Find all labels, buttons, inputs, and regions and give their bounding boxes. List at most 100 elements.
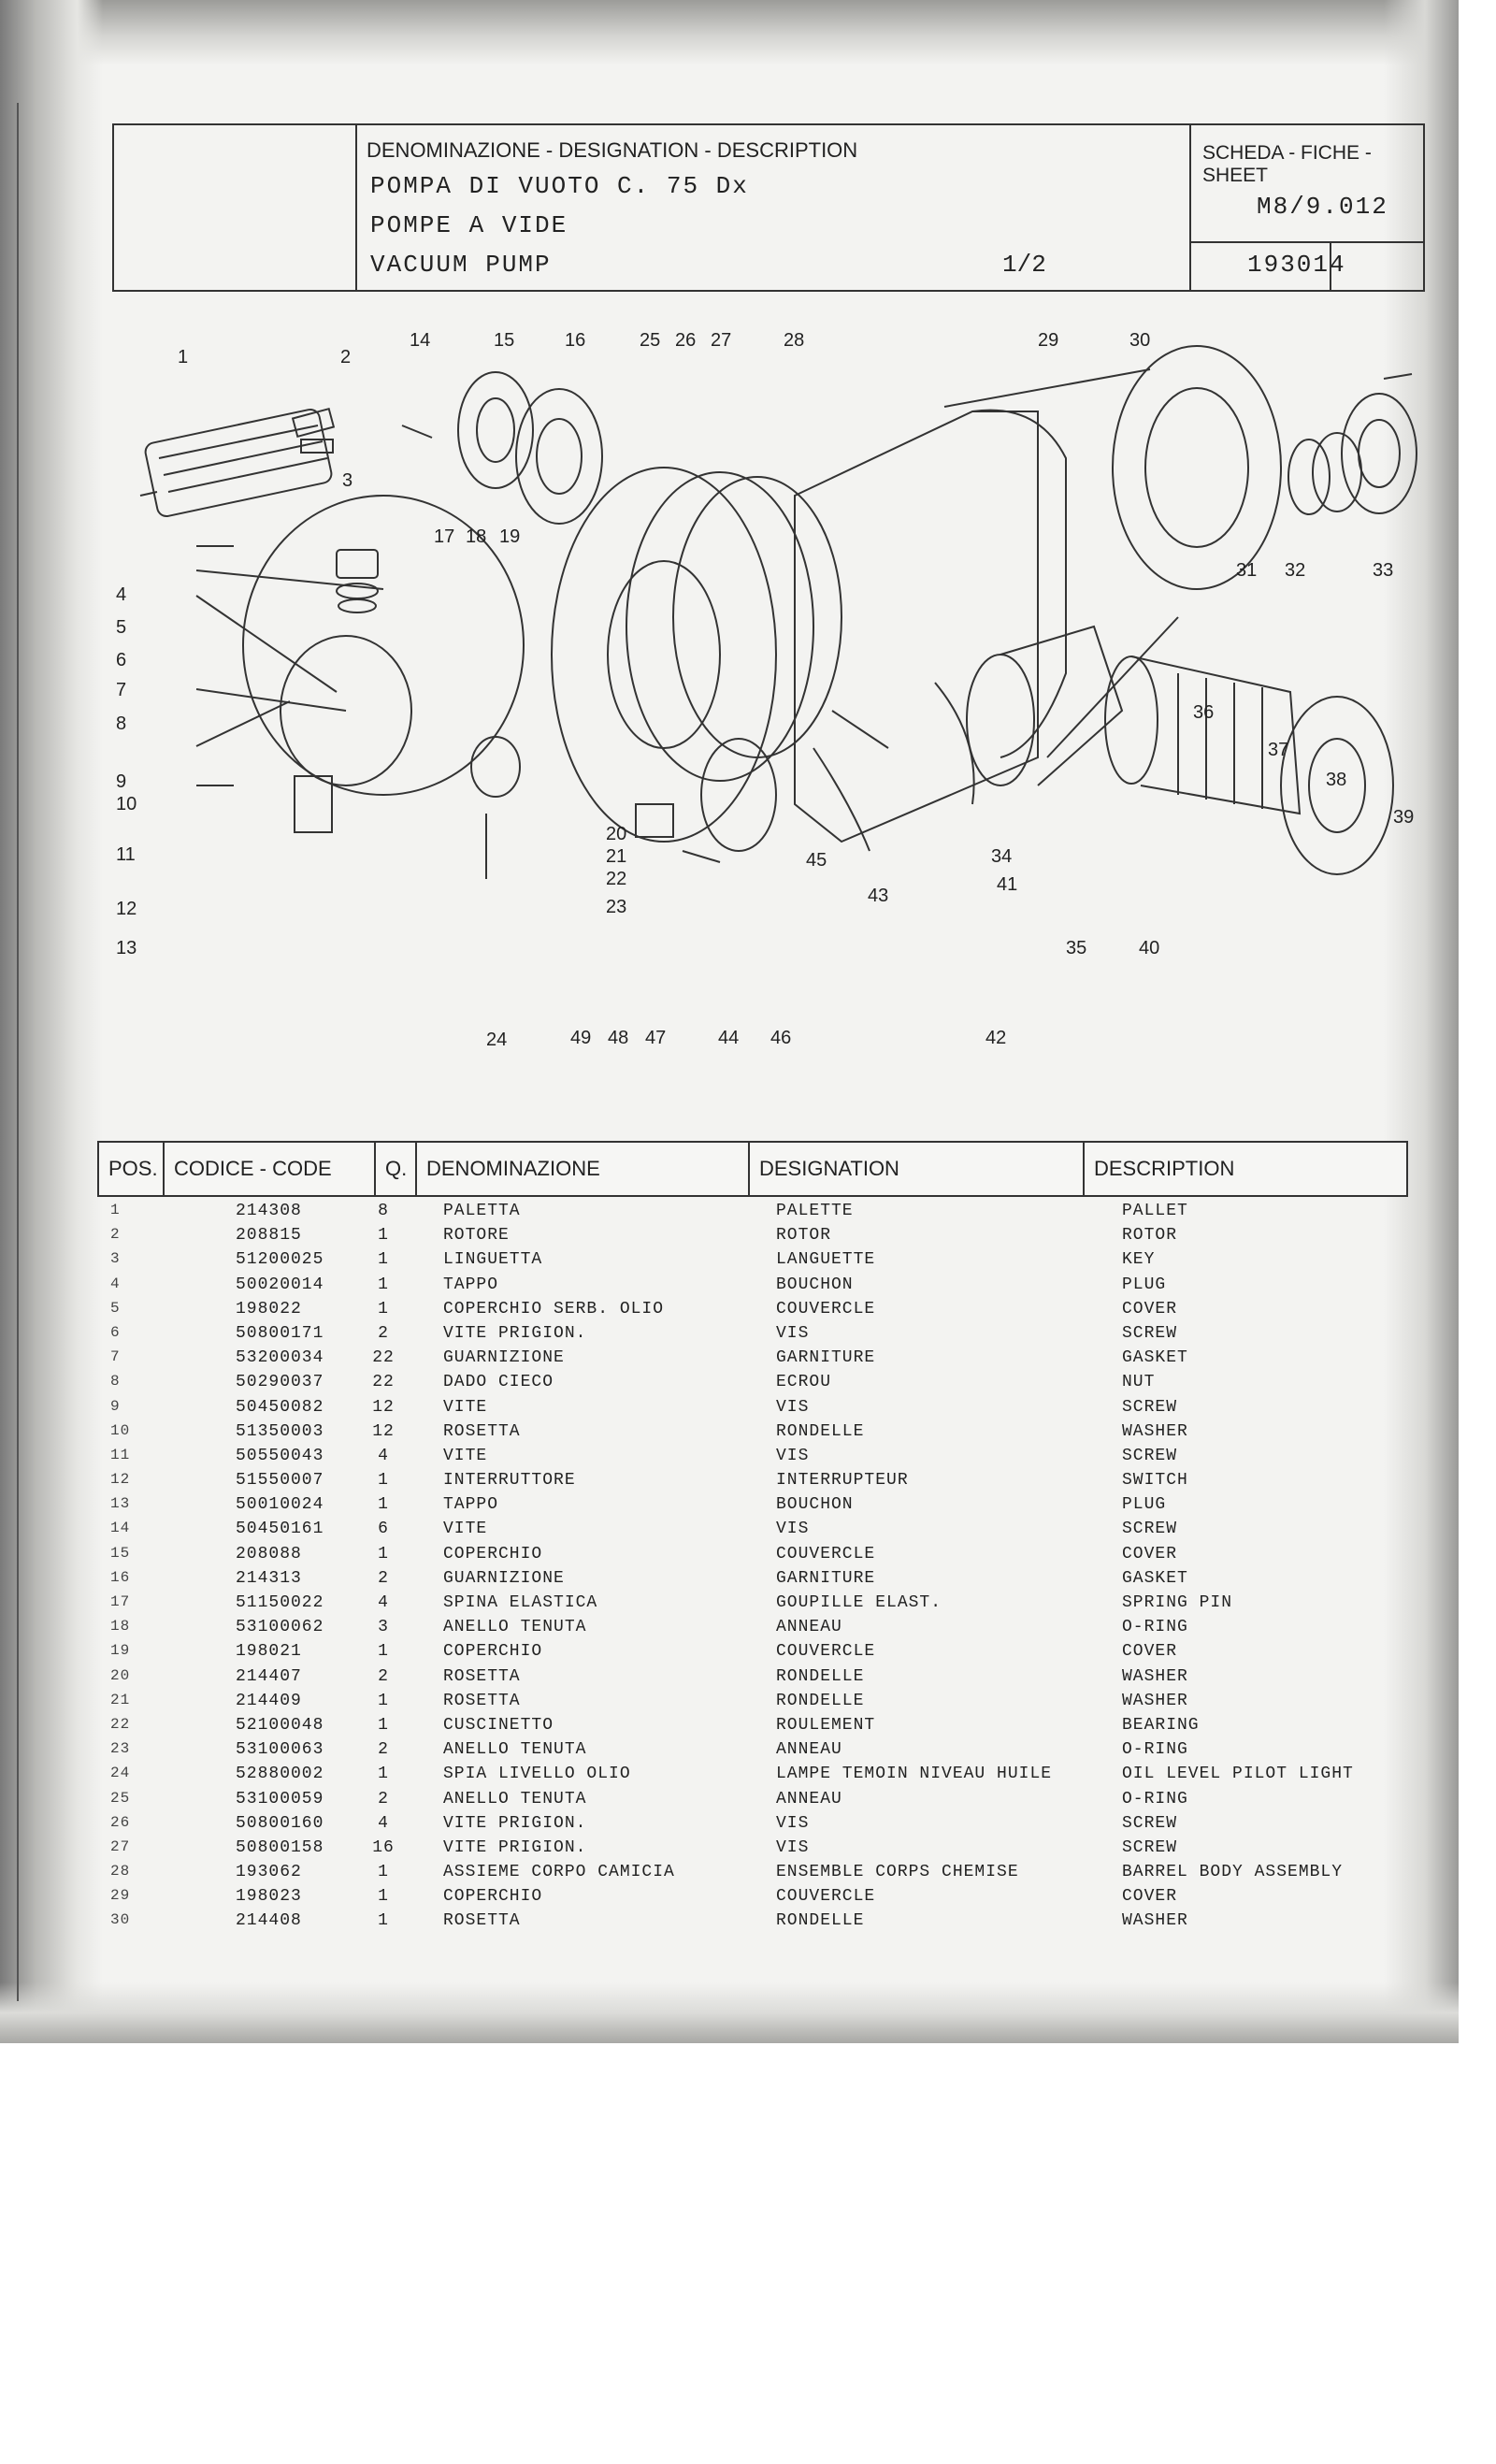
denominazione-cell: DADO CIECO [443,1373,554,1392]
sheet-divider [1191,241,1423,243]
code-cell: 198021 [236,1642,302,1662]
callout-33: 33 [1373,560,1393,581]
callout-35: 35 [1066,938,1086,958]
description-cell: WASHER [1122,1911,1188,1931]
callout-48: 48 [608,1028,628,1048]
callout-42: 42 [985,1028,1006,1048]
sheet-code: M8/9.012 [1257,193,1388,221]
pos-cell: 18 [110,1618,131,1635]
designation-cell: ANNEAU [776,1789,842,1808]
pos-cell: 25 [110,1789,131,1807]
description-cell: O-RING [1122,1740,1188,1760]
denominazione-cell: GUARNIZIONE [443,1568,565,1588]
pos-cell: 12 [110,1471,131,1489]
code-cell: 50800158 [236,1837,324,1857]
callout-2: 2 [340,347,351,367]
code-cell: 50800171 [236,1323,324,1343]
code-cell: 208088 [236,1544,302,1563]
designation-cell: VIS [776,1323,810,1343]
denominazione-cell: ASSIEME CORPO CAMICIA [443,1863,675,1882]
description-cell: PALLET [1122,1202,1188,1220]
denominazione-cell: COPERCHIO [443,1642,543,1662]
code-cell: 208815 [236,1226,302,1246]
code-cell: 51200025 [236,1250,324,1270]
description-cell: BARREL BODY ASSEMBLY [1122,1863,1344,1882]
pos-cell: 2 [110,1226,121,1244]
header-divider [415,1143,417,1195]
pos-cell: 1 [110,1202,121,1218]
code-cell: 51550007 [236,1471,324,1491]
denominazione-cell: ANELLO TENUTA [443,1740,587,1760]
pos-cell: 22 [110,1715,131,1733]
designation-cell: VIS [776,1813,810,1833]
designation-cell: COUVERCLE [776,1299,876,1318]
callout-4: 4 [116,584,126,605]
description-cell: SCREW [1122,1520,1178,1539]
header-description: DESCRIPTION [1094,1157,1235,1180]
header-designation: DESIGNATION [759,1157,899,1180]
designation-cell: LANGUETTE [776,1250,876,1270]
designation-cell: INTERRUPTEUR [776,1471,909,1491]
designation-cell: ROTOR [776,1226,832,1246]
designation-cell: COUVERCLE [776,1544,876,1563]
rotor-drawing [139,407,336,518]
code-cell: 53200034 [236,1348,324,1368]
callout-13: 13 [116,938,137,958]
callout-10: 10 [116,794,137,814]
logo-cell [114,125,357,290]
pos-cell: 4 [110,1275,121,1292]
callout-22: 22 [606,869,626,889]
callout-19: 19 [499,526,520,547]
pos-cell: 7 [110,1348,121,1366]
parts-table: POS. CODICE - CODE Q. DENOMINAZIONE DESI… [97,1141,1408,1973]
pos-cell: 16 [110,1568,131,1586]
callout-21: 21 [606,846,626,867]
qty-cell: 1 [378,1471,389,1491]
qty-cell: 1 [378,1863,389,1882]
qty-cell: 12 [372,1421,395,1441]
callout-6: 6 [116,650,126,670]
qty-cell: 1 [378,1887,389,1907]
description-cell: SPRING PIN [1122,1593,1233,1612]
callout-49: 49 [570,1028,591,1048]
callout-37: 37 [1268,740,1288,760]
description-cell: GASKET [1122,1348,1188,1368]
qty-cell: 3 [378,1618,389,1637]
exploded-view-diagram: 1 2 3 4 5 6 7 8 9 10 11 12 13 14 15 16 1… [116,330,1417,1050]
qty-cell: 22 [372,1348,395,1368]
header-pos: POS. [108,1157,158,1180]
designation-cell: BOUCHON [776,1495,854,1515]
code-cell: 50550043 [236,1446,324,1465]
callout-28: 28 [784,330,804,351]
pos-cell: 23 [110,1740,131,1758]
code-cell: 52100048 [236,1715,324,1735]
scanned-sheet: DENOMINAZIONE - DESIGNATION - DESCRIPTIO… [0,0,1459,2043]
header-denominazione: DENOMINAZIONE [426,1157,600,1180]
code-cell: 214409 [236,1691,302,1710]
scan-shadow-top [0,0,1459,65]
callout-5: 5 [116,617,126,638]
callout-46: 46 [770,1028,791,1048]
description-cell: GASKET [1122,1568,1188,1588]
header-divider [748,1143,750,1195]
header-divider [1083,1143,1085,1195]
title-block: DENOMINAZIONE - DESIGNATION - DESCRIPTIO… [112,123,1425,292]
denominazione-cell: ROSETTA [443,1666,521,1686]
qty-cell: 2 [378,1568,389,1588]
designation-cell: PALETTE [776,1202,854,1220]
denominazione-cell: ROSETTA [443,1421,521,1441]
code-cell: 50450082 [236,1397,324,1417]
description-cell: KEY [1122,1250,1156,1270]
